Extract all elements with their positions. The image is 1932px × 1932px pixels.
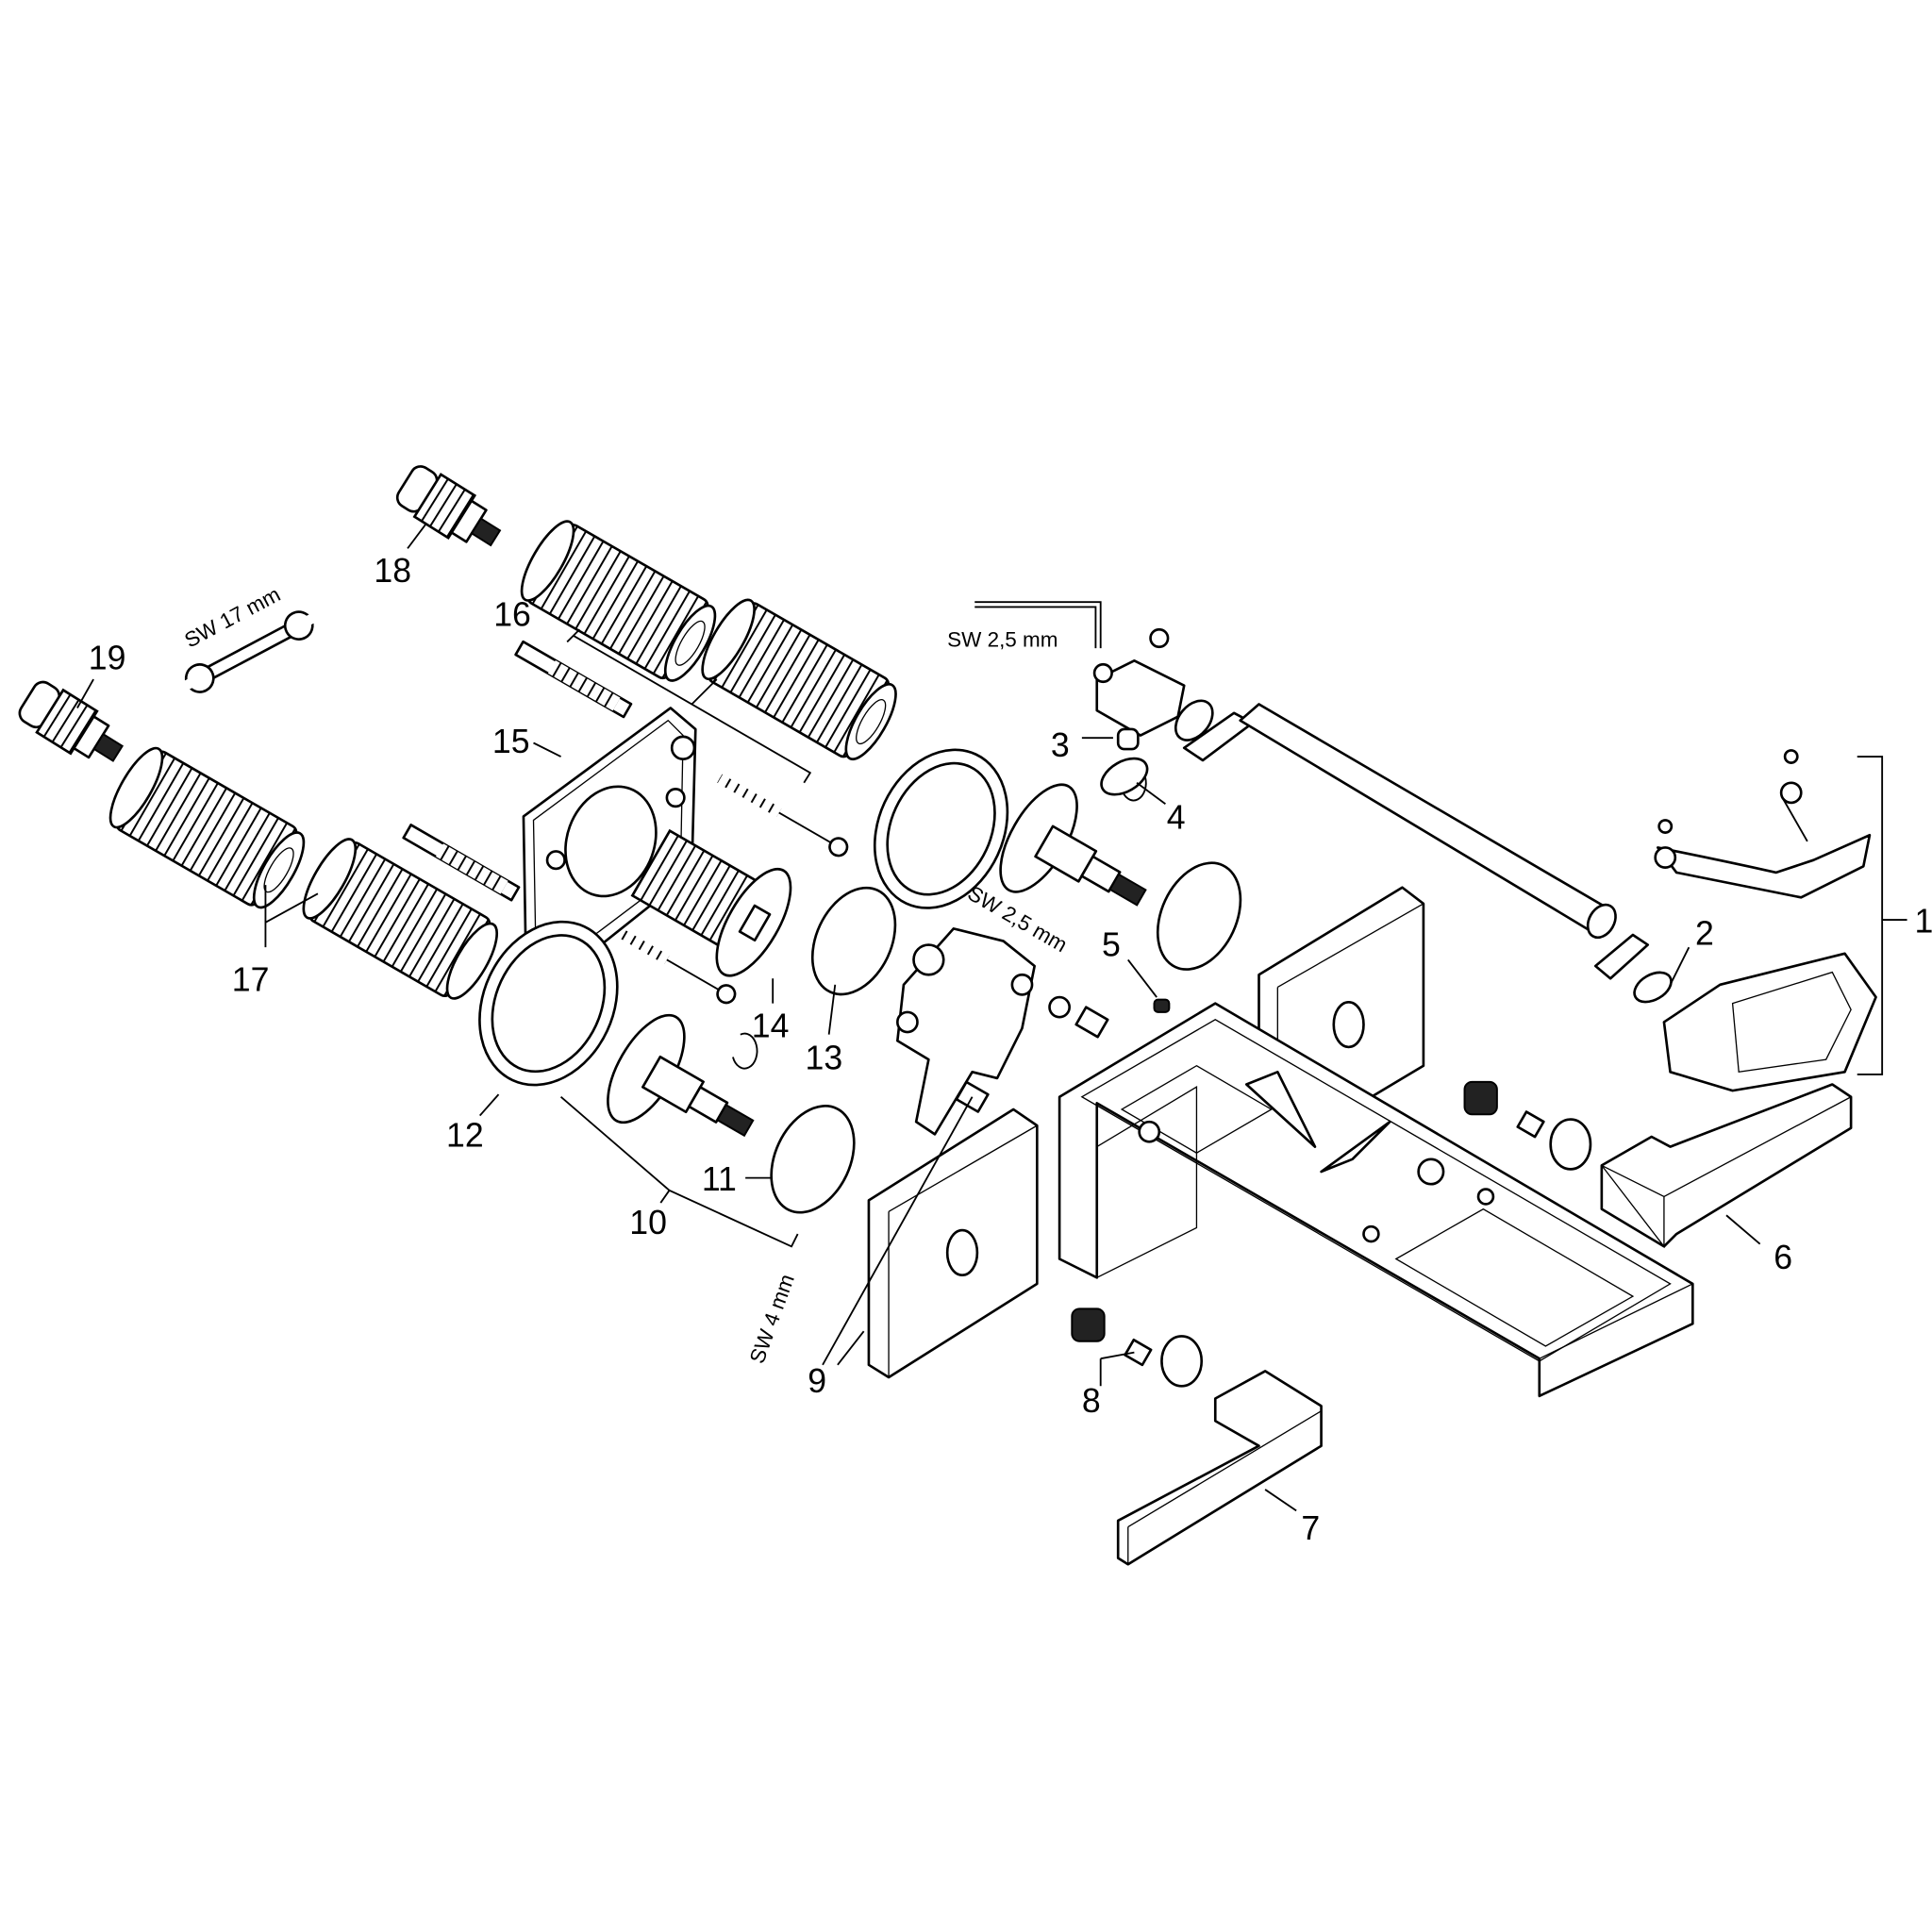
wrench-icon	[183, 610, 316, 693]
callout-16: 16	[493, 595, 531, 633]
mixer-block	[896, 927, 1036, 1136]
part-11-o-ring	[770, 1105, 856, 1214]
callout-17: 17	[232, 960, 270, 998]
part-17-sleeve-lower	[302, 838, 499, 1000]
screw	[605, 921, 737, 1005]
hex-key-bottom-label: SW 4 mm	[745, 1271, 799, 1366]
part-14-flanged-sleeve	[630, 828, 792, 977]
circlip	[732, 1032, 758, 1070]
part-2-seal-clip	[1593, 933, 1673, 1004]
hex-key-top-label: SW 2,5 mm	[947, 628, 1058, 652]
part-16-sleeve-lower	[701, 598, 897, 761]
callout-3: 3	[1051, 726, 1070, 764]
hex-key-icon	[974, 601, 1102, 649]
part-4-seal	[1100, 757, 1149, 796]
spout-pipe	[1239, 703, 1617, 940]
callout-7: 7	[1301, 1509, 1320, 1547]
part-3-insert	[1116, 727, 1140, 751]
part-16-sleeve-upper	[520, 520, 717, 682]
part-18-cartridge	[395, 465, 502, 547]
callout-1: 1	[1915, 902, 1932, 940]
part-8-fixing-set	[1071, 1080, 1592, 1388]
callout-4: 4	[1167, 799, 1186, 837]
spout-body	[1058, 1002, 1694, 1398]
part-12-rosette-ring	[478, 920, 619, 1087]
callout-15: 15	[492, 723, 530, 760]
o-ring	[1156, 861, 1242, 971]
wall-anchor	[402, 824, 521, 902]
part-7-handle	[1116, 1370, 1323, 1566]
part-10-spindle	[999, 783, 1147, 907]
leader-lines	[76, 523, 1907, 1512]
callout-9: 9	[808, 1362, 826, 1400]
callout-6: 6	[1774, 1239, 1792, 1276]
callout-2: 2	[1695, 915, 1714, 953]
callout-8: 8	[1082, 1382, 1101, 1420]
part-13-o-ring	[810, 886, 897, 996]
callout-13: 13	[806, 1040, 843, 1077]
callout-11: 11	[702, 1160, 737, 1198]
part-19-cartridge	[18, 680, 124, 762]
callout-12: 12	[446, 1117, 484, 1155]
part-17-sleeve-upper	[108, 746, 306, 909]
callout-14: 14	[752, 1007, 790, 1044]
part-10-spindle	[607, 1013, 755, 1138]
callout-19: 19	[89, 640, 126, 677]
callout-5: 5	[1102, 925, 1121, 963]
wall-anchor	[514, 640, 633, 719]
callout-18: 18	[374, 552, 411, 590]
part-15-mounting-plate	[522, 707, 697, 987]
part-1-aerator-assembly	[1654, 749, 1877, 1092]
rosette-ring	[873, 748, 1009, 909]
screw	[717, 774, 849, 858]
part-6-handle	[1600, 1083, 1853, 1249]
part-9-square-rosette	[867, 1108, 1039, 1379]
callout-10: 10	[629, 1204, 667, 1241]
